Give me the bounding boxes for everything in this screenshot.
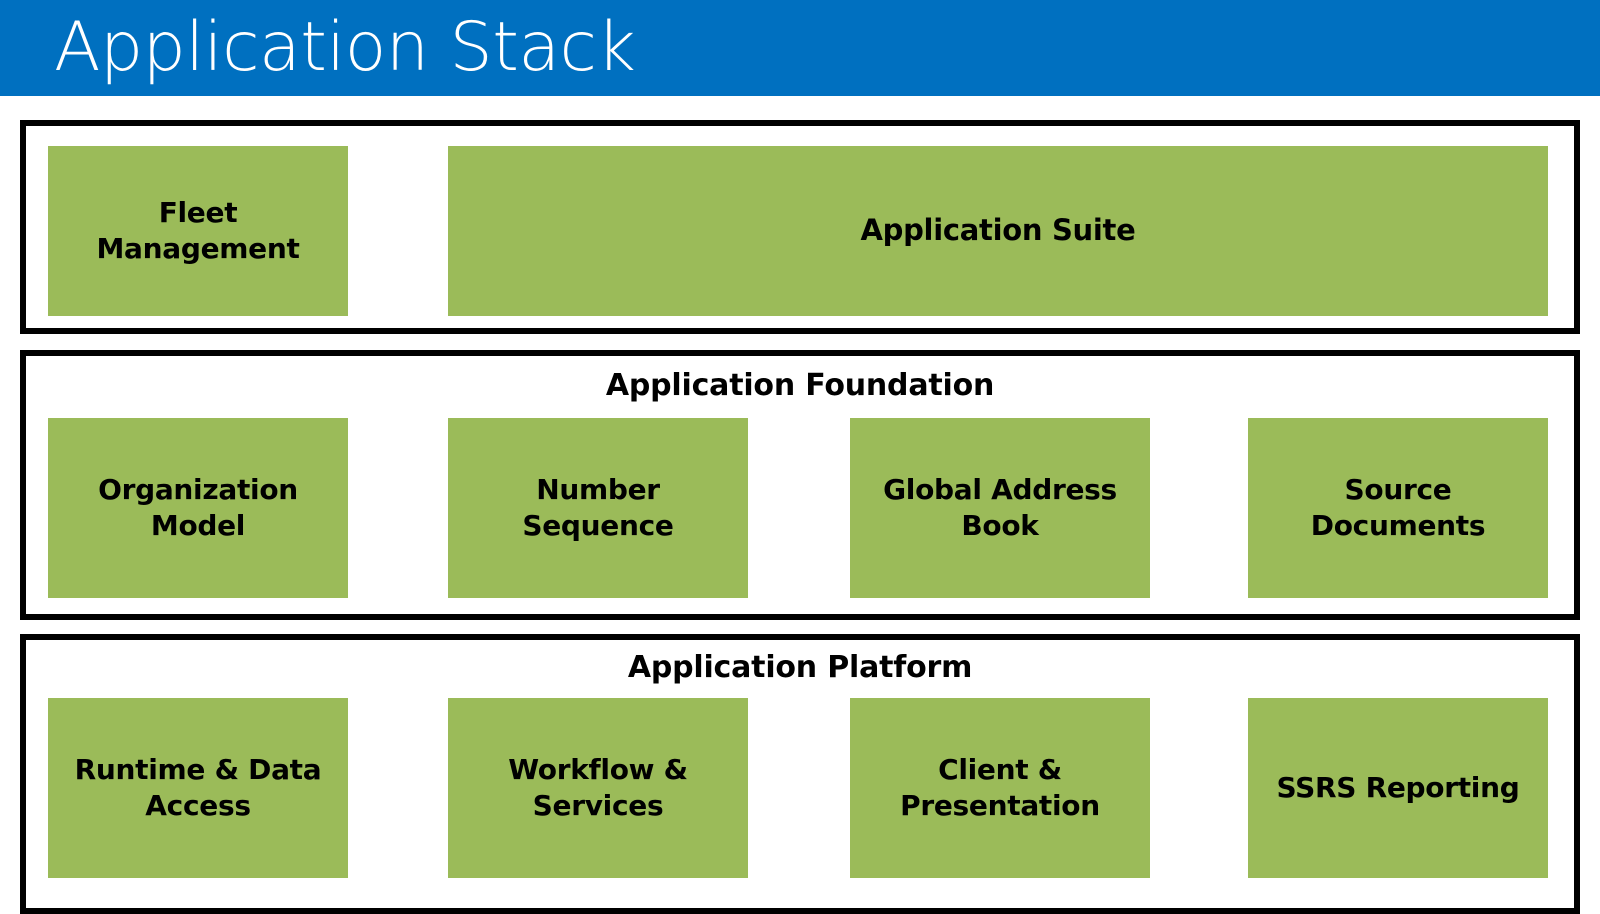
block-source-documents[interactable]: Source Documents bbox=[1248, 418, 1548, 598]
block-client-and-presentation[interactable]: Client & Presentation bbox=[850, 698, 1150, 878]
block-label: Runtime & Data Access bbox=[74, 752, 322, 822]
block-label: Organization Model bbox=[98, 472, 298, 542]
layer-application-platform: Application Platform Runtime & Data Acce… bbox=[20, 634, 1580, 914]
block-label: SSRS Reporting bbox=[1276, 770, 1520, 804]
block-label: Fleet Management bbox=[96, 195, 300, 265]
block-label: Source Documents bbox=[1310, 472, 1486, 542]
block-number-sequence[interactable]: Number Sequence bbox=[448, 418, 748, 598]
block-global-address-book[interactable]: Global Address Book bbox=[850, 418, 1150, 598]
slide-title-bar: Application Stack bbox=[0, 0, 1600, 96]
layer-title-application-platform: Application Platform bbox=[627, 650, 973, 685]
slide-title: Application Stack bbox=[54, 8, 636, 87]
block-runtime-and-data-access[interactable]: Runtime & Data Access bbox=[48, 698, 348, 878]
block-workflow-and-services[interactable]: Workflow & Services bbox=[448, 698, 748, 878]
block-ssrs-reporting[interactable]: SSRS Reporting bbox=[1248, 698, 1548, 878]
block-label: Application Suite bbox=[860, 213, 1136, 248]
block-label: Workflow & Services bbox=[508, 752, 688, 822]
block-label: Client & Presentation bbox=[900, 752, 1100, 822]
layer-application-suite: Fleet Management Application Suite bbox=[20, 120, 1580, 334]
layer-application-foundation: Application Foundation Organization Mode… bbox=[20, 350, 1580, 620]
block-label: Global Address Book bbox=[883, 472, 1117, 542]
block-label: Number Sequence bbox=[522, 472, 674, 542]
block-organization-model[interactable]: Organization Model bbox=[48, 418, 348, 598]
block-fleet-management[interactable]: Fleet Management bbox=[48, 146, 348, 316]
block-application-suite[interactable]: Application Suite bbox=[448, 146, 1548, 316]
layer-title-application-foundation: Application Foundation bbox=[605, 368, 995, 403]
